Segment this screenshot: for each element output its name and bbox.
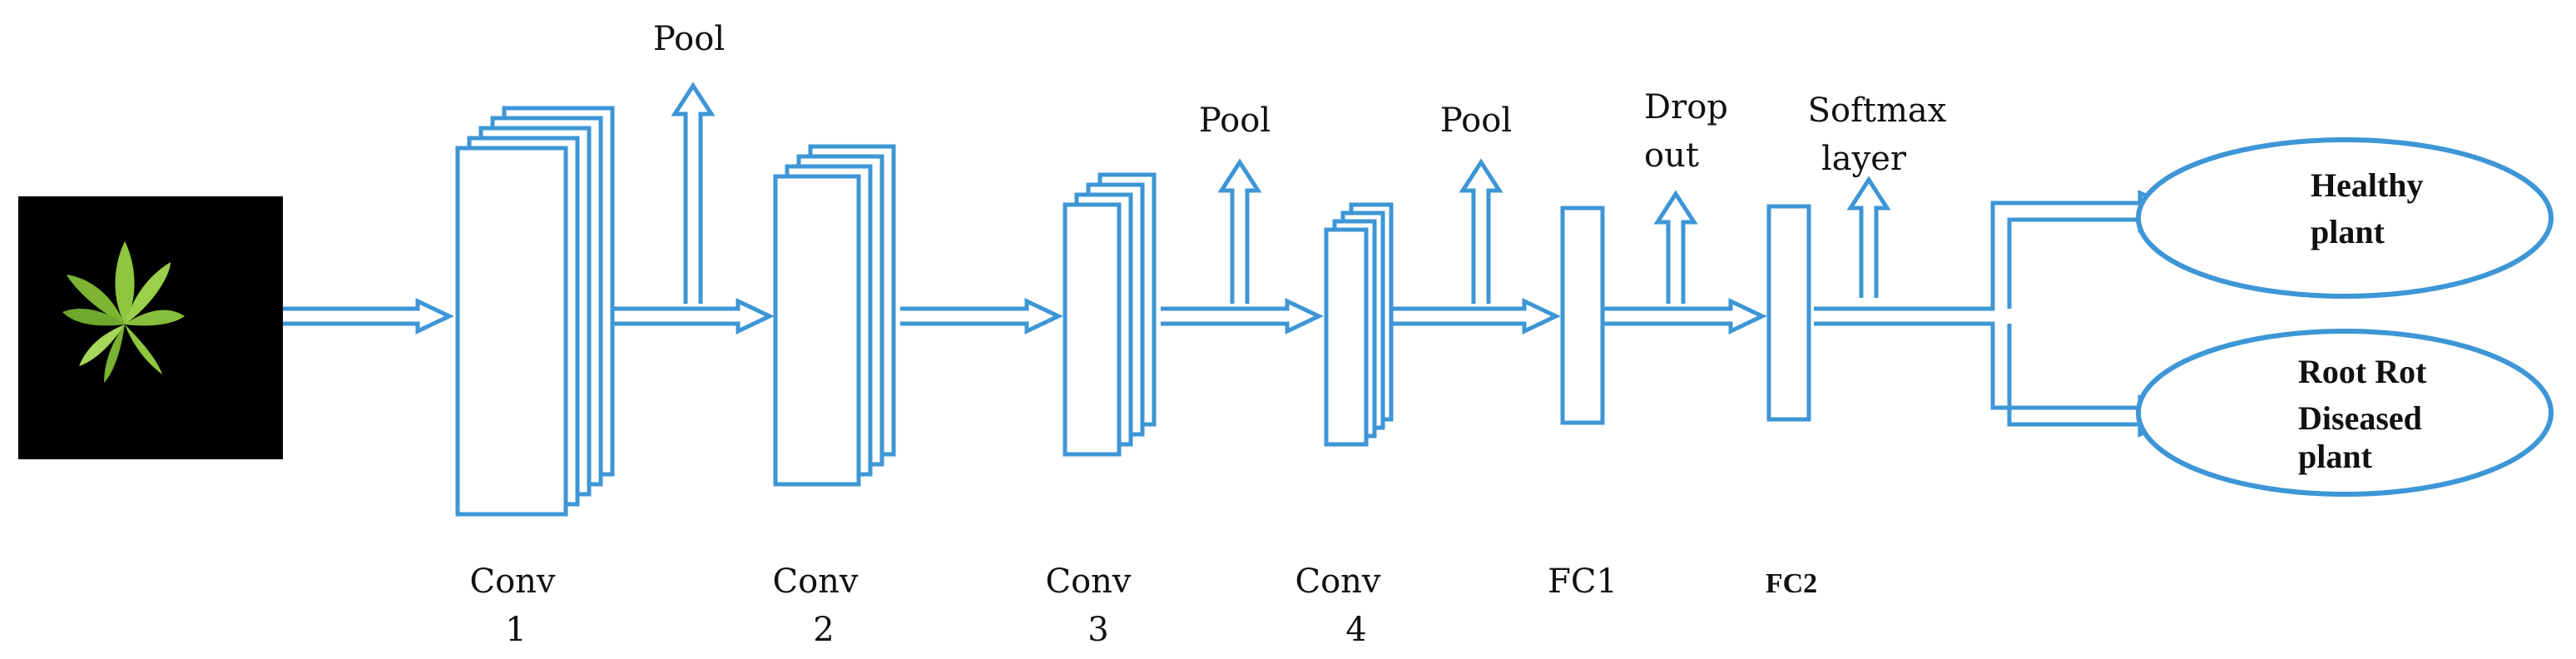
layer-block-4	[1324, 202, 1394, 447]
layer-4-number: 4	[1345, 611, 1366, 649]
layer-block-5	[1560, 206, 1605, 425]
operation-arrows	[671, 82, 1891, 304]
feature-map-6-1	[1766, 204, 1811, 422]
layer-block-1	[455, 106, 615, 517]
flow-arrow-1	[283, 298, 454, 334]
layer-block-2	[773, 144, 896, 487]
flow-arrow-2	[612, 298, 775, 334]
layer-block-3	[1063, 172, 1157, 457]
feature-map-3-1	[1063, 202, 1122, 457]
layer-3-number: 3	[1087, 611, 1108, 649]
flow-arrow-3	[900, 298, 1063, 334]
plant-leaf-icon	[62, 241, 185, 383]
op-arrow-1	[671, 82, 716, 304]
layer-1-label: Conv	[469, 562, 555, 601]
layer-labels: Conv 1 Conv 2 Conv 3 Conv 4 FC1 FC2	[469, 562, 1817, 649]
output-root-rot-line-2: Diseased	[2298, 399, 2422, 437]
layer-2-label: Conv	[772, 562, 858, 601]
op-2-label: Pool	[1199, 102, 1271, 140]
op-arrow-3	[1459, 158, 1503, 304]
op-1-label: Pool	[653, 20, 725, 58]
feature-map-1-1	[455, 146, 568, 517]
input-image	[18, 196, 283, 459]
layer-1-number: 1	[505, 611, 526, 649]
op-3-label: Pool	[1440, 102, 1512, 140]
output-root-rot-line-3: plant	[2298, 438, 2373, 475]
op-4-label-line-1: Drop	[1644, 88, 1728, 126]
operation-labels: Pool Pool Pool Drop out Softmax layer	[653, 20, 1947, 178]
op-arrow-4	[1653, 190, 1698, 304]
flow-arrow-6	[1604, 298, 1767, 334]
output-healthy-line-1: Healthy	[2311, 166, 2424, 204]
op-arrow-2	[1217, 158, 1262, 304]
flow-arrow-5	[1391, 298, 1561, 334]
output-healthy: Healthy plant	[2136, 137, 2554, 299]
output-root-rot-line-1: Root Rot	[2298, 353, 2427, 390]
feature-map-5-1	[1560, 206, 1605, 425]
flow-arrow-4	[1161, 298, 1324, 334]
layer-2-number: 2	[813, 611, 834, 649]
layer-3-label: Conv	[1045, 562, 1131, 601]
layer-4-label: Conv	[1295, 562, 1380, 601]
output-healthy-line-2: plant	[2311, 213, 2385, 250]
layer-block-6	[1766, 204, 1811, 422]
feature-map-4-1	[1324, 227, 1369, 447]
layer-5-label: FC1	[1548, 562, 1617, 601]
op-arrow-5	[1846, 176, 1891, 298]
feature-map-2-1	[773, 174, 861, 487]
layer-blocks	[455, 106, 1811, 517]
op-5-label-line-2: layer	[1821, 140, 1907, 178]
flow-connections	[283, 190, 2187, 438]
output-root-rot: Root Rot Diseased plant	[2136, 329, 2554, 497]
op-4-label-line-2: out	[1644, 136, 1699, 175]
layer-6-label: FC2	[1766, 568, 1817, 599]
op-5-label-line-1: Softmax	[1808, 92, 1947, 130]
